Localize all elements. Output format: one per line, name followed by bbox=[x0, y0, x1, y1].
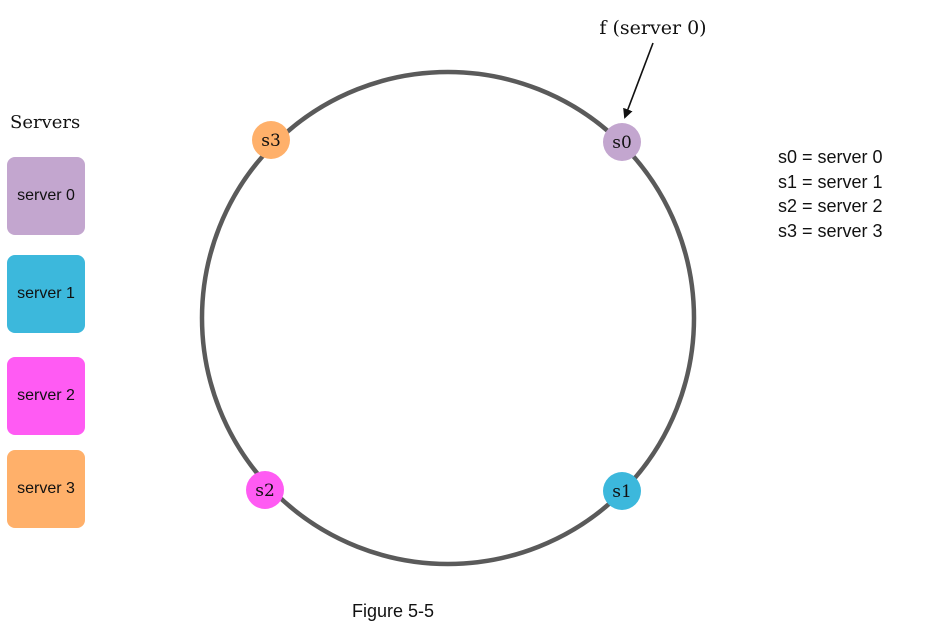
ring-node-s3: s3 bbox=[252, 121, 290, 159]
node-dot bbox=[603, 472, 641, 510]
legend-entry: s0 = server 0 bbox=[778, 147, 883, 167]
server-box-label: server 1 bbox=[17, 285, 75, 302]
server-box-2: server 2 bbox=[7, 357, 85, 435]
server-box-label: server 3 bbox=[17, 480, 75, 497]
node-label: s2 bbox=[255, 481, 275, 501]
server-box-1: server 1 bbox=[7, 255, 85, 333]
key-label: f (server 0) bbox=[599, 17, 706, 39]
server-box-label: server 2 bbox=[17, 387, 75, 404]
ring-node-s0: s0 bbox=[603, 123, 641, 161]
hash-ring bbox=[199, 69, 697, 567]
servers-panel-title: Servers bbox=[10, 112, 81, 133]
ring-node-s1: s1 bbox=[603, 472, 641, 510]
mapping-legend: s0 = server 0 s1 = server 1 s2 = server … bbox=[778, 145, 883, 243]
node-dot bbox=[603, 123, 641, 161]
server-box-label: server 0 bbox=[17, 187, 75, 204]
legend-entry: s3 = server 3 bbox=[778, 220, 883, 241]
legend-entry: s1 = server 1 bbox=[778, 171, 883, 192]
key-arrow bbox=[623, 42, 654, 119]
node-dot bbox=[252, 121, 290, 159]
ring-node-s2: s2 bbox=[246, 471, 284, 509]
node-label: s1 bbox=[612, 482, 632, 502]
legend-entry: s2 = server 2 bbox=[778, 196, 883, 216]
server-box-3: server 3 bbox=[7, 450, 85, 528]
node-label: s0 bbox=[612, 133, 632, 153]
node-label: s3 bbox=[261, 131, 281, 151]
figure-caption: Figure 5-5 bbox=[352, 601, 435, 621]
node-dot bbox=[246, 471, 284, 509]
server-box-0: server 0 bbox=[7, 157, 85, 235]
